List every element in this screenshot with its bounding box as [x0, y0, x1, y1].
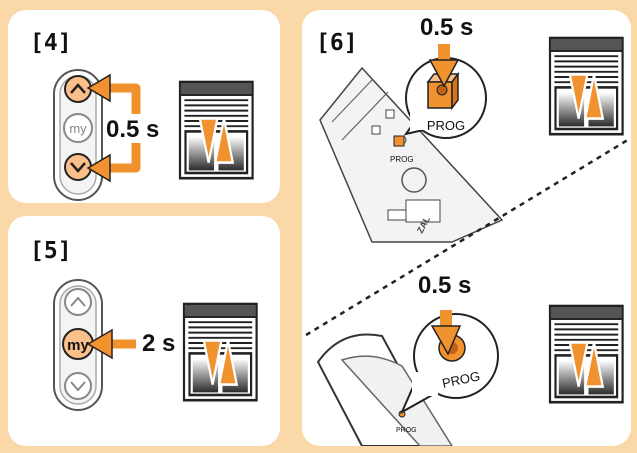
up-arrow-icon[interactable]	[64, 288, 92, 316]
press-arrow-down-2	[430, 310, 462, 356]
step-6-panel: [6] ZAL PROG PR	[302, 10, 631, 446]
my-button[interactable]: my	[62, 328, 94, 360]
my-button[interactable]: my	[63, 113, 93, 143]
step-6-duration-bottom: 0.5 s	[418, 272, 472, 299]
roller-shutter-icon	[548, 36, 624, 136]
prog-label: PROG	[427, 118, 465, 133]
up-arrow-icon[interactable]	[64, 75, 92, 103]
prog-small-label: PROG	[390, 155, 414, 164]
press-arrow-up	[86, 73, 141, 114]
step-5-label: [5]	[30, 238, 72, 264]
roller-shutter-icon	[182, 302, 258, 402]
my-button-label: my	[69, 121, 87, 136]
step-5-illustration: my	[53, 279, 258, 411]
step-4-illustration: my	[53, 69, 254, 201]
press-arrow-down	[86, 143, 141, 183]
step-6-illustration: ZAL PROG PROG	[305, 36, 631, 446]
press-arrow-down	[428, 44, 460, 88]
step-5-duration: 2 s	[142, 330, 176, 357]
remote-control-icon	[316, 333, 453, 446]
prog-callout: PROG	[403, 57, 487, 139]
divider	[305, 136, 631, 337]
down-arrow-icon[interactable]	[64, 153, 92, 181]
step-6-label: [6]	[316, 30, 358, 56]
down-arrow-icon[interactable]	[64, 372, 92, 400]
prog-callout-2: PROG	[399, 313, 499, 415]
roller-shutter-icon	[548, 304, 624, 404]
roller-shutter-icon	[178, 80, 254, 180]
step-5-panel: [5] my 2 s	[8, 216, 280, 446]
step-4-panel: [4] my 0.5 s	[8, 10, 280, 203]
press-arrow	[86, 328, 136, 360]
step-6-duration-top: 0.5 s	[420, 14, 474, 41]
my-button-label: my	[67, 337, 89, 354]
step-4-duration: 0.5 s	[106, 116, 160, 143]
step-4-label: [4]	[30, 30, 72, 56]
prog-small-label-2: PROG	[396, 427, 417, 434]
